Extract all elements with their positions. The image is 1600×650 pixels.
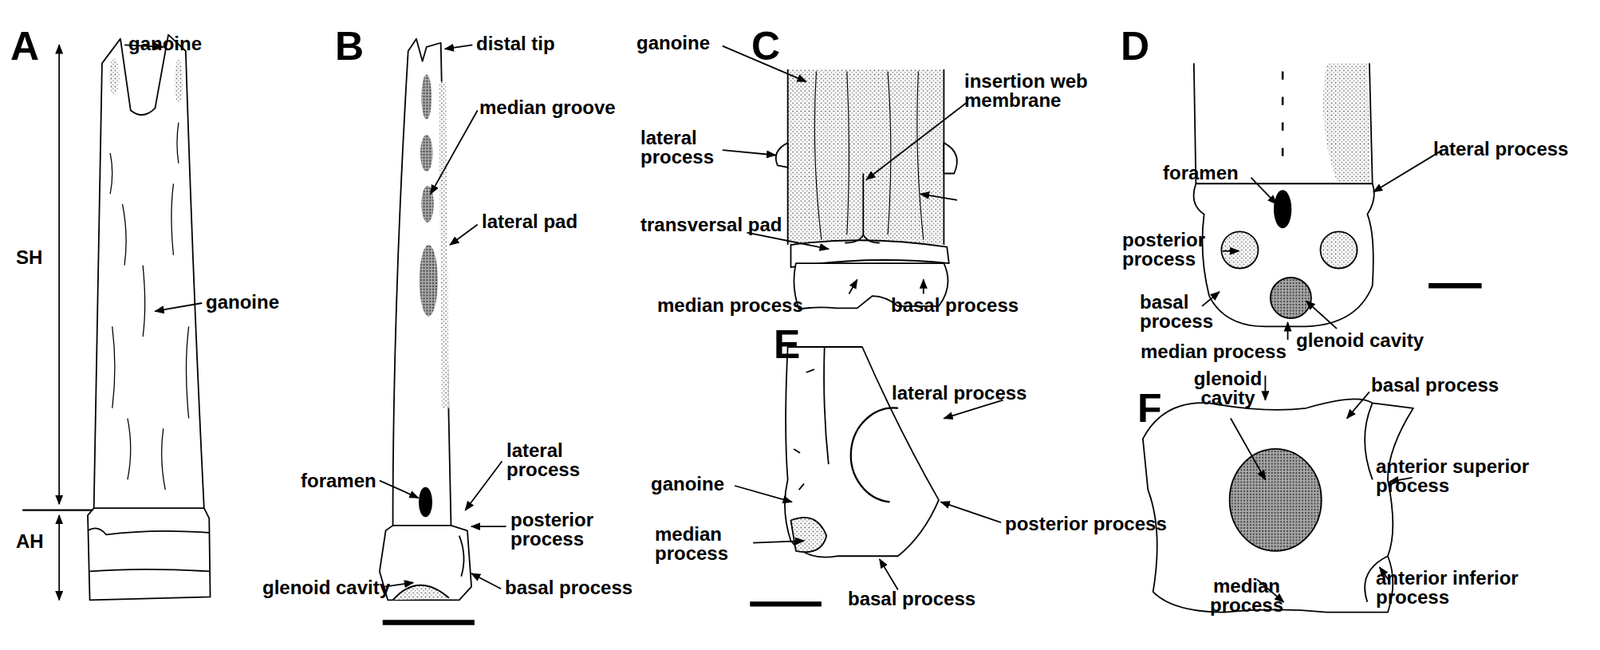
part-label: posterior process (1004, 514, 1167, 534)
part-label: median process (654, 524, 757, 564)
part-label: glenoid cavity (1171, 369, 1285, 409)
part-label: ganoine (128, 34, 202, 54)
part-label: lateral process (640, 128, 753, 168)
part-label: ganoine (636, 33, 710, 53)
panel-letter: E (773, 324, 800, 366)
part-label: glenoid cavity (262, 578, 391, 598)
part-label: anterior inferior process (1375, 568, 1596, 608)
part-label: SH (15, 248, 43, 268)
panel-letter: D (1120, 26, 1150, 67)
part-label: foramen (1162, 163, 1239, 183)
panel-letter: A (10, 26, 40, 67)
part-label: basal process (1139, 292, 1242, 332)
part-label: posterior process (510, 510, 643, 550)
part-label: median process (657, 295, 804, 316)
part-label: insertion web membrane (964, 71, 1148, 111)
part-label: distal tip (476, 34, 556, 54)
part-label: AH (15, 532, 44, 552)
part-label: lateral process (1433, 139, 1569, 159)
part-label: foramen (300, 471, 377, 491)
part-label: basal process (1371, 375, 1499, 395)
part-label: glenoid cavity (1296, 331, 1424, 351)
part-label: ganoine (650, 474, 725, 494)
part-label: lateral pad (481, 212, 578, 232)
panel-letter: F (1137, 388, 1163, 430)
part-label: lateral process (506, 441, 619, 481)
part-label: basal process (890, 295, 1019, 316)
part-label: anterior superior process (1375, 457, 1596, 497)
panel-letter: C (751, 26, 781, 67)
part-label: median process (1195, 576, 1298, 616)
part-label: lateral process (891, 383, 1027, 403)
part-label: ganoine (205, 292, 280, 312)
part-label: basal process (504, 578, 633, 598)
part-label: median groove (479, 98, 616, 118)
part-label: posterior process (1122, 230, 1255, 270)
panel-letter: B (334, 26, 364, 67)
part-label: median process (1140, 342, 1287, 362)
part-label: basal process (847, 589, 976, 609)
part-label: transversal pad (640, 215, 789, 235)
